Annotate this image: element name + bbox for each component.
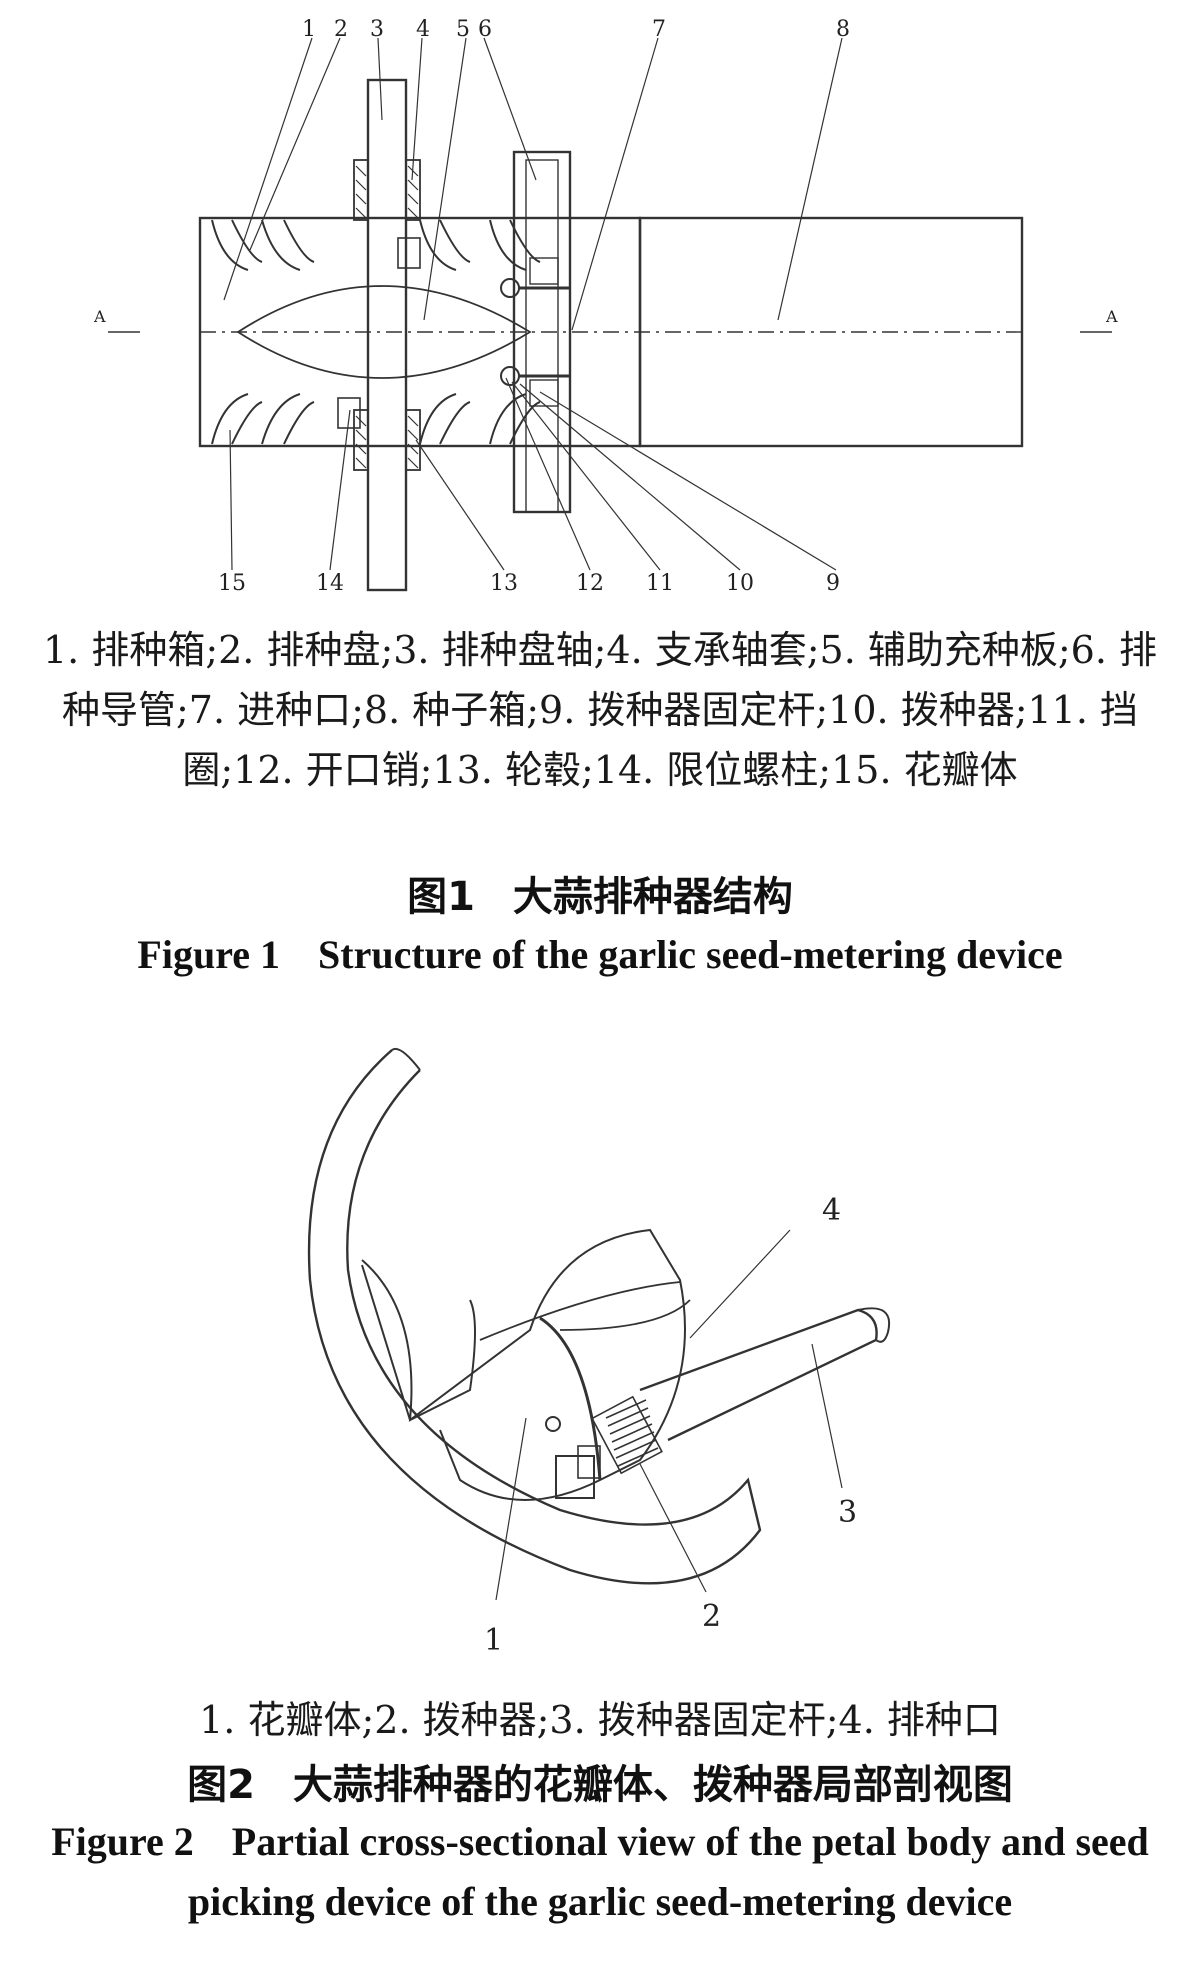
figure-2-caption-en-title: Partial cross-sectional view of the peta… <box>187 1819 1149 1924</box>
label-9: 9 <box>826 571 840 596</box>
label-3: 3 <box>370 17 384 42</box>
figure-2-caption-en-number: Figure 2 <box>51 1819 194 1864</box>
figure-1-caption-en-number: Figure 1 <box>137 932 280 977</box>
label-2: 2 <box>334 17 348 42</box>
figure-2-caption-zh-number: 图2 <box>187 1762 255 1808</box>
figure-1-drawing: 1 2 3 4 5 6 7 8 9 10 11 12 13 14 15 A A <box>0 0 1200 600</box>
figure-1-legend: 1. 排种箱;2. 排种盘;3. 排种盘轴;4. 支承轴套;5. 辅助充种板;6… <box>42 628 1158 792</box>
figure-1-structure-diagram: 1 2 3 4 5 6 7 8 9 10 11 12 13 14 15 A A <box>93 17 1118 596</box>
figure-1-caption-zh: 图1 大蒜排种器结构 <box>0 864 1200 922</box>
label-13: 13 <box>490 571 518 596</box>
label-4: 4 <box>416 17 430 42</box>
figure-1-caption-en: Figure 1 Structure of the garlic seed-met… <box>20 925 1180 985</box>
section-mark-right: A <box>1105 307 1118 326</box>
label-8: 8 <box>836 17 850 42</box>
petal-body-outline <box>307 1049 762 1585</box>
label-12: 12 <box>576 571 604 596</box>
fig2-label-4: 4 <box>822 1193 841 1228</box>
fig2-label-3: 3 <box>838 1495 857 1530</box>
section-mark-left: A <box>93 307 106 326</box>
label-1: 1 <box>302 17 316 42</box>
label-5: 5 <box>456 17 470 42</box>
label-10: 10 <box>726 571 754 596</box>
figure-1-caption-en-title: Structure of the garlic seed-metering de… <box>318 932 1063 977</box>
figure-2-legend: 1. 花瓣体;2. 拨种器;3. 拨种器固定杆;4. 排种口 <box>199 1698 1001 1742</box>
figure-1-caption-zh-title: 大蒜排种器结构 <box>512 874 793 920</box>
label-11: 11 <box>646 571 674 596</box>
label-6: 6 <box>478 17 492 42</box>
fig2-label-2: 2 <box>702 1599 721 1634</box>
figure-1-caption-zh-number: 图1 <box>407 874 475 920</box>
figure-2-caption-zh: 图2 大蒜排种器的花瓣体、拨种器局部剖视图 <box>0 1752 1200 1810</box>
figure-2-section-diagram: 1 2 3 4 <box>307 1048 891 1658</box>
label-7: 7 <box>652 17 666 42</box>
figure-2-caption-zh-title: 大蒜排种器的花瓣体、拨种器局部剖视图 <box>292 1762 1013 1808</box>
metering-disc-shaft <box>366 78 408 592</box>
seed-picker-coil <box>591 1395 663 1475</box>
hub-lens <box>236 285 532 379</box>
label-15: 15 <box>218 571 246 596</box>
label-14: 14 <box>316 571 344 596</box>
picker-fixed-rod <box>639 1308 878 1442</box>
figure-2-drawing: 1 2 3 4 <box>0 1030 1200 1670</box>
fig2-label-1: 1 <box>484 1623 503 1658</box>
